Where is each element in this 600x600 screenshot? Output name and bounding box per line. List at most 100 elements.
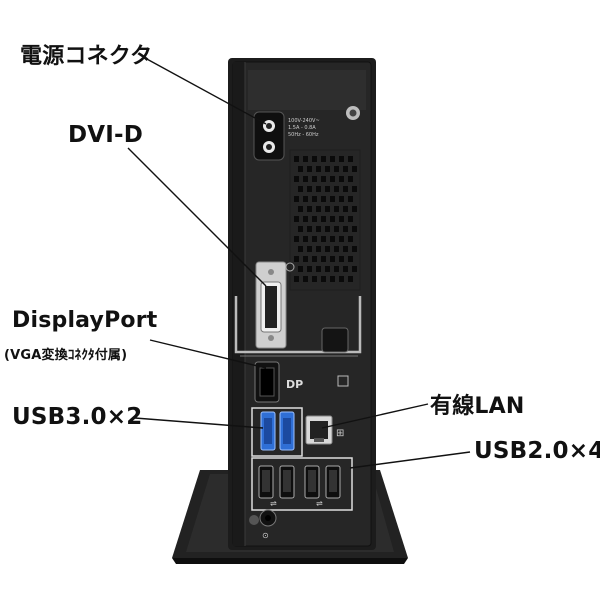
vent-slot	[339, 196, 344, 202]
vent-slot	[334, 166, 339, 172]
leader-line-dp	[149, 339, 267, 369]
vent-slot	[325, 266, 330, 272]
vent-slot	[298, 186, 303, 192]
vent-slot	[343, 166, 348, 172]
label-usb2: USB2.0×4	[474, 438, 600, 464]
vent-slot	[316, 266, 321, 272]
vent-slot	[294, 156, 299, 162]
vent-slot	[330, 256, 335, 262]
vent-slot	[312, 276, 317, 282]
vent-slot	[298, 226, 303, 232]
vent-slot	[303, 176, 308, 182]
vent-slot	[325, 186, 330, 192]
vent-slot	[298, 246, 303, 252]
vent-slot	[321, 156, 326, 162]
vent-slot	[294, 256, 299, 262]
vent-slot	[339, 276, 344, 282]
vent-slot	[330, 176, 335, 182]
vent-slot	[334, 246, 339, 252]
vent-slot	[294, 216, 299, 222]
vent-slot	[303, 216, 308, 222]
vent-slot	[348, 236, 353, 242]
vent-slot	[312, 256, 317, 262]
rating-text-3: 50Hz - 60Hz	[288, 132, 319, 138]
vent-slot	[294, 276, 299, 282]
vent-slot	[303, 196, 308, 202]
vent-slot	[316, 166, 321, 172]
vent-slot	[325, 206, 330, 212]
label-wired-lan: 有線LAN	[430, 394, 525, 419]
vent-slot	[312, 236, 317, 242]
vent-slot	[321, 216, 326, 222]
dp-marking: DP	[286, 378, 303, 391]
vent-slot	[321, 236, 326, 242]
vent-slot	[343, 226, 348, 232]
vent-slot	[312, 156, 317, 162]
vent-slot	[334, 226, 339, 232]
label-dvi-d: DVI-D	[68, 122, 144, 148]
leader-line-lan	[321, 403, 429, 429]
vent-slot	[321, 256, 326, 262]
vent-slot	[316, 186, 321, 192]
vent-slot	[307, 266, 312, 272]
vent-slot	[348, 196, 353, 202]
vent-slot	[325, 246, 330, 252]
leader-line-power	[144, 57, 267, 125]
headphone-icon: ⊙	[262, 531, 269, 540]
vent-slot	[348, 216, 353, 222]
vent-slot	[303, 276, 308, 282]
vent-slot	[352, 186, 357, 192]
vent-slot	[343, 186, 348, 192]
vent-slot	[334, 186, 339, 192]
vent-slot	[298, 166, 303, 172]
vent-slot	[339, 216, 344, 222]
vent-slot	[330, 216, 335, 222]
lan-icon: ⊞	[336, 428, 344, 439]
usb3-ports	[251, 407, 303, 457]
leader-line-dvi	[127, 147, 267, 287]
lan-port: ⊞	[305, 415, 344, 445]
vent-slot	[307, 186, 312, 192]
usb2-ports: ⇌ ⇌	[251, 457, 353, 511]
ventilation-grille	[294, 156, 357, 282]
rating-text-2: 1.5A - 0.8A	[288, 125, 316, 131]
vent-slot	[334, 206, 339, 212]
power-connector: 100V-240V~ 1.5A - 0.8A 50Hz - 60Hz	[253, 111, 320, 161]
vent-slot	[316, 226, 321, 232]
vent-slot	[321, 276, 326, 282]
vent-slot	[325, 226, 330, 232]
vent-slot	[330, 196, 335, 202]
vent-slot	[298, 266, 303, 272]
vent-slot	[316, 246, 321, 252]
vent-slot	[316, 206, 321, 212]
vent-slot	[352, 166, 357, 172]
rating-text-1: 100V-240V~	[288, 118, 320, 124]
vent-slot	[303, 256, 308, 262]
vent-slot	[343, 266, 348, 272]
vent-slot	[339, 236, 344, 242]
leader-lines	[127, 57, 471, 469]
vent-slot	[325, 166, 330, 172]
vent-slot	[303, 236, 308, 242]
vent-slot	[330, 156, 335, 162]
leader-line-usb2	[349, 451, 471, 469]
vent-slot	[294, 176, 299, 182]
vent-slot	[339, 256, 344, 262]
vent-slot	[348, 176, 353, 182]
vent-slot	[330, 276, 335, 282]
label-power-connector: 電源コネクタ	[20, 44, 153, 69]
vent-slot	[294, 196, 299, 202]
usb-icon: ⇌	[270, 499, 277, 508]
vent-slot	[352, 266, 357, 272]
vent-slot	[343, 206, 348, 212]
vent-slot	[294, 236, 299, 242]
vent-slot	[343, 246, 348, 252]
usb-icon: ⇌	[316, 499, 323, 508]
vent-slot	[352, 226, 357, 232]
vent-slot	[348, 156, 353, 162]
leader-line-usb3	[134, 417, 264, 429]
security-bracket	[234, 296, 362, 357]
label-usb3: USB3.0×2	[12, 404, 143, 430]
vent-slot	[348, 256, 353, 262]
